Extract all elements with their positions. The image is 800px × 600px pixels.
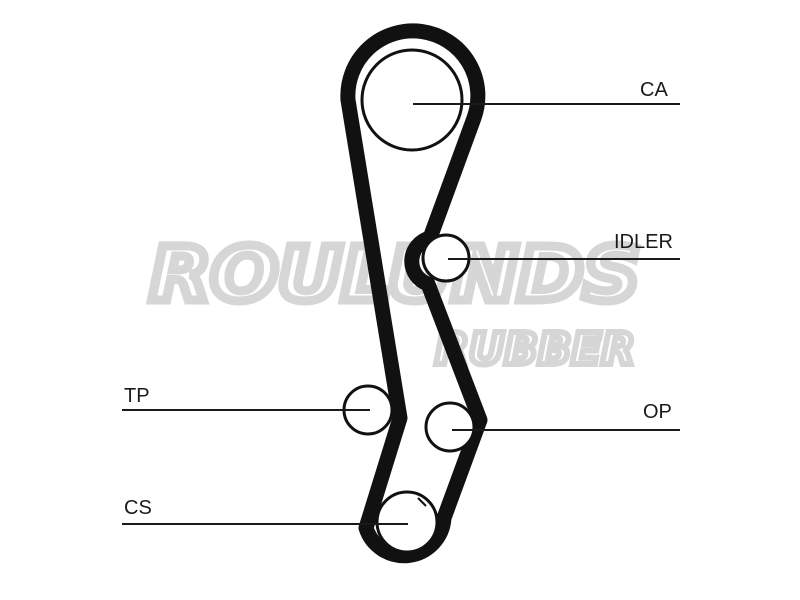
- watermark-brand-text: ROULUNDS: [150, 232, 640, 318]
- idler-label: IDLER: [614, 231, 673, 253]
- cs-label: CS: [124, 497, 152, 519]
- tp-label: TP: [124, 385, 150, 407]
- op-pulley: [424, 401, 476, 453]
- ca-label: CA: [640, 79, 668, 101]
- op-label: OP: [643, 401, 672, 423]
- cs-timing-mark: [417, 497, 427, 507]
- belt-path: [340, 23, 488, 564]
- timing-belt: [340, 23, 488, 564]
- watermark-logo: ROULUNDS RUBBER: [146, 228, 645, 379]
- component-labels: CA IDLER TP OP CS: [124, 79, 673, 519]
- leader-lines: [122, 103, 680, 525]
- pulleys: [342, 48, 476, 554]
- ca-pulley: [360, 48, 464, 152]
- cs-pulley: [375, 490, 439, 554]
